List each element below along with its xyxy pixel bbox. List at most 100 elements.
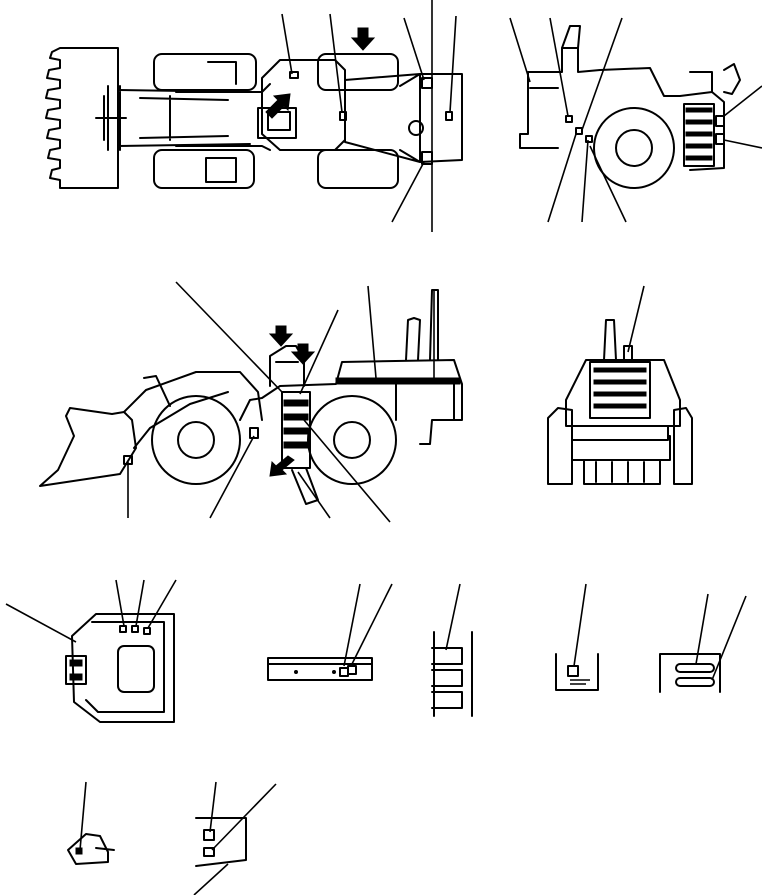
cab-detail-decal-b	[131, 625, 139, 633]
cab-detail-leader-2	[115, 579, 125, 627]
bracket-detail-outline	[67, 833, 115, 865]
left-side-view-stripe	[335, 377, 461, 385]
slot-detail-slot-b	[675, 677, 715, 687]
rear-view-bumper	[571, 425, 669, 441]
left-side-view-ladder	[281, 391, 311, 469]
cover-detail-leader-2	[211, 783, 277, 851]
left-side-view-ladder-rungs	[283, 399, 309, 449]
slot-detail-leader-1	[695, 593, 709, 665]
cab-detail-leader-1	[5, 603, 77, 643]
top-view-front-frame	[175, 61, 271, 183]
slot-detail	[659, 593, 747, 693]
left-side-view-leader-7	[297, 471, 331, 519]
top-view-rear-left-tire	[317, 53, 399, 91]
cab-detail-outline	[71, 613, 175, 723]
rear-side-view-leader-2	[549, 17, 569, 117]
panel-detail-hole-a	[294, 670, 298, 674]
top-view-decal-d	[445, 111, 453, 121]
rear-side-view-leader-7	[723, 85, 762, 117]
rear-side-view-exhaust	[561, 25, 581, 49]
left-side-view-front-tire-outer	[151, 395, 241, 485]
plate-detail	[555, 583, 599, 691]
top-view-decal-b	[339, 111, 347, 121]
rear-side-view-tire-outer	[593, 107, 675, 189]
cab-detail-panel	[65, 655, 87, 685]
top-view-fuel-cap	[408, 120, 424, 136]
top-view-decal-a	[289, 71, 299, 79]
rear-view-exhaust	[603, 319, 633, 361]
grille-detail-fins	[431, 647, 463, 709]
top-view-seat	[257, 107, 297, 139]
left-side-view-body	[239, 359, 463, 445]
left-side-view-arrow-2-icon	[290, 343, 316, 365]
top-view	[45, 0, 463, 232]
panel-detail	[267, 583, 393, 681]
top-view-front-left-tire	[153, 53, 257, 91]
rear-side-view-radiator	[683, 103, 715, 167]
left-side-view-leader-3	[367, 285, 377, 379]
top-view-lift-arms	[95, 85, 251, 151]
slot-detail-outline	[659, 653, 721, 693]
left-side-view-leader-2	[299, 309, 339, 395]
rear-side-view-leader-3	[581, 17, 623, 131]
rear-side-view	[509, 17, 762, 223]
top-view-arrow-down-icon	[350, 27, 376, 51]
rear-view	[547, 285, 693, 485]
rear-side-view-leader-6	[589, 145, 627, 223]
left-side-view	[39, 281, 463, 523]
top-view-front-right-tire	[153, 149, 255, 189]
bracket-detail-leader-1	[79, 781, 87, 851]
cover-detail-outline	[195, 817, 247, 867]
left-side-view-arrow-1-icon	[268, 325, 294, 347]
grille-detail-leader-1	[445, 583, 461, 651]
panel-detail-decal-a	[339, 667, 349, 677]
cover-detail-leader-1	[209, 781, 217, 833]
top-view-leader-3	[403, 17, 425, 81]
left-side-view-leader-8	[303, 419, 391, 523]
rear-side-view-decal-c	[565, 115, 573, 123]
left-side-view-leader-1	[175, 281, 283, 393]
panel-detail-leader-2	[351, 583, 393, 665]
plate-detail-text-lines	[570, 679, 590, 685]
left-side-view-handrail	[291, 467, 319, 505]
top-view-leader-5	[449, 15, 457, 113]
rear-side-view-body	[519, 47, 725, 171]
rear-side-view-decal-b	[585, 135, 593, 143]
grille-detail	[431, 583, 473, 717]
cover-detail-decal-b	[203, 847, 215, 857]
cab-detail-decal-a	[119, 625, 127, 633]
left-side-view-cab	[269, 345, 305, 387]
rear-view-lower	[583, 459, 661, 485]
rear-side-view-decal-e	[715, 133, 725, 145]
left-side-view-exhaust	[405, 289, 439, 361]
top-view-arrow-diagonal-icon	[265, 93, 291, 119]
rear-view-grille-slats	[593, 367, 647, 409]
left-side-view-rear-tire-outer	[307, 395, 397, 485]
plate-detail-decal	[567, 665, 579, 677]
bracket-detail	[67, 781, 115, 865]
rear-side-view-rops	[689, 63, 741, 95]
cover-detail-leader-3	[193, 863, 229, 895]
rear-side-view-tire-inner	[615, 129, 653, 167]
cab-detail	[5, 579, 177, 723]
rear-side-view-leader-4	[547, 133, 577, 223]
bracket-detail-decal	[75, 847, 83, 855]
rear-side-view-leader-5	[581, 139, 589, 223]
rear-side-view-leader-8	[723, 139, 762, 149]
plate-detail-outline	[555, 653, 599, 691]
top-view-rear-right-tire	[317, 149, 399, 189]
slot-detail-leader-2	[711, 595, 747, 681]
panel-detail-outline	[267, 657, 373, 681]
cab-detail-panel-fill	[69, 659, 83, 681]
top-view-leader-2	[329, 13, 343, 113]
left-side-view-arrow-3-icon	[269, 455, 295, 477]
rear-view-leader-1	[627, 285, 645, 353]
grille-detail-frame	[433, 631, 473, 717]
left-side-view-front-tire-inner	[177, 421, 215, 459]
cab-detail-leader-4	[147, 579, 177, 629]
cab-detail-leader-3	[135, 579, 145, 627]
left-side-view-bucket	[39, 407, 137, 487]
panel-detail-leader-1	[343, 583, 361, 667]
rear-side-view-decal-d	[715, 115, 725, 127]
